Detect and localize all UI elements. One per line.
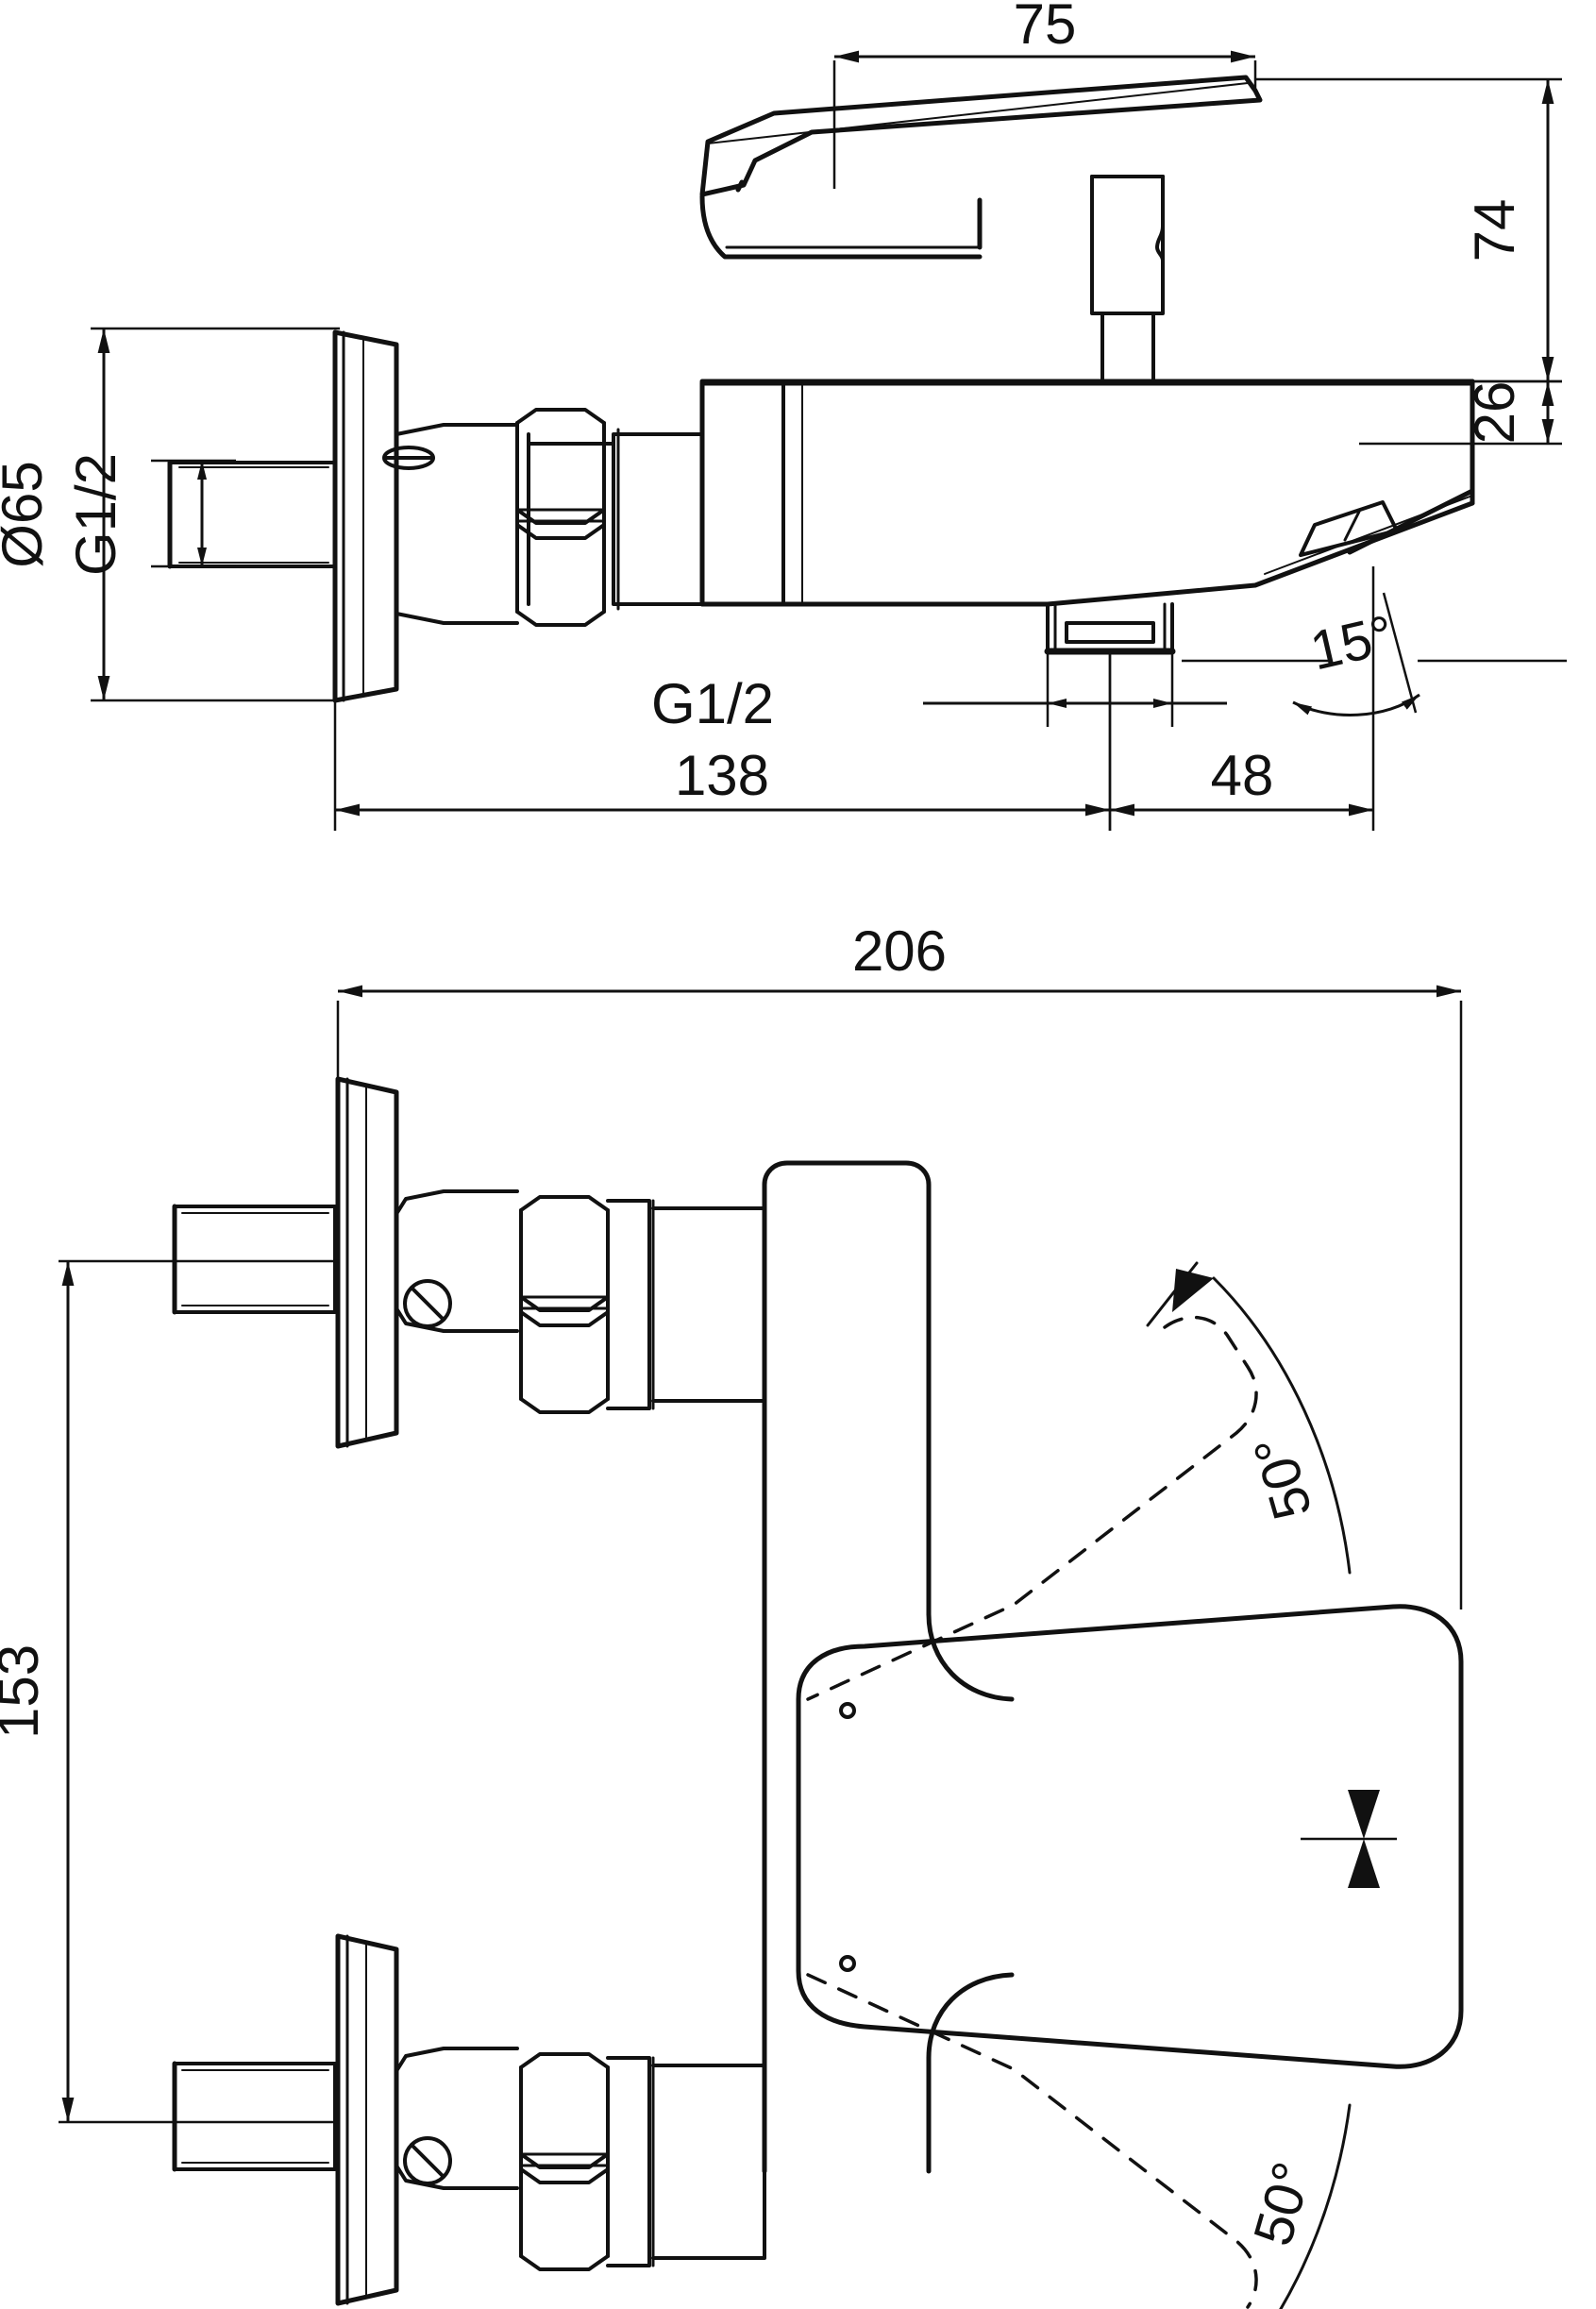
front-elevation-view (172, 1076, 1464, 2309)
label-138: 138 (675, 744, 769, 807)
label-206: 206 (852, 919, 947, 983)
mixer-body-front (762, 1160, 1015, 2174)
label-d65: Ø65 (0, 461, 54, 567)
lever-ghost-outlines (806, 1315, 1258, 2309)
dimension-15deg (1182, 592, 1567, 716)
mixer-body-side (699, 379, 1475, 607)
dimension-153 (59, 1259, 340, 2124)
handle-stem-side (699, 194, 983, 260)
dimension-labels-side: 75 74 26 Ø65 G1/2 G1/2 138 48 15° (0, 0, 1526, 807)
dimensions-front-elevation (59, 985, 1463, 2124)
label-g12-outlet: G1/2 (651, 672, 774, 735)
dimension-g12-outlet (923, 651, 1227, 727)
hex-nut-side (515, 408, 606, 627)
label-153: 153 (0, 1644, 50, 1739)
lower-inlet-assembly (172, 1933, 766, 2306)
diverter-pin (1090, 175, 1165, 384)
lever-centre-arrowheads (1348, 1790, 1380, 1888)
dimension-206 (336, 985, 1463, 1610)
label-48: 48 (1211, 744, 1274, 807)
dimension-g12-inlet (151, 459, 236, 568)
aerator-side (1299, 500, 1399, 557)
escutcheon-side (332, 329, 399, 703)
label-75: 75 (1014, 0, 1077, 56)
outlet-connector-side (1044, 602, 1176, 655)
dimension-75 (832, 50, 1257, 189)
side-elevation-view (167, 75, 1475, 703)
label-74: 74 (1463, 199, 1526, 262)
dimension-26 (1359, 379, 1562, 446)
lever-handle-side (699, 75, 1263, 197)
swing-arc-arrowheads (1172, 1269, 1214, 1312)
dimensions-side-elevation (91, 50, 1567, 831)
dimension-d65 (91, 327, 340, 702)
label-26: 26 (1463, 381, 1526, 445)
lever-handle-front (796, 1604, 1464, 2069)
label-g12-inlet: G1/2 (64, 453, 127, 576)
